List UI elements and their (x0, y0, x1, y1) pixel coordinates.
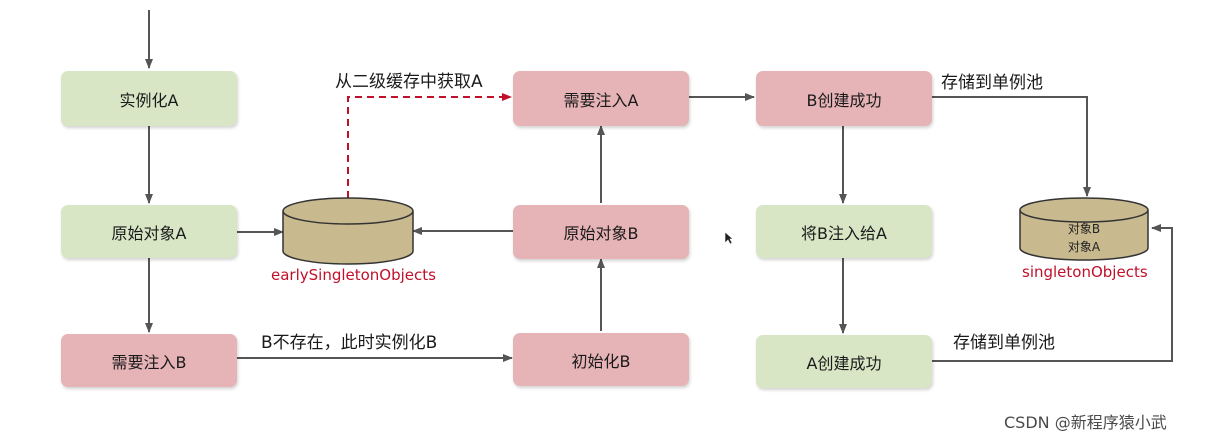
node-raw-object-b: 原始对象B (513, 205, 689, 259)
singleton-cache-contents: 对象B 对象A (1054, 220, 1114, 256)
node-b-created: B创建成功 (756, 71, 932, 126)
arrow-a-created-to-singleton (932, 224, 1173, 362)
mouse-cursor-icon (724, 231, 734, 245)
node-inject-a-needed: 需要注入A (513, 71, 689, 126)
dashed-arrow-early-cache-to-inject-a (347, 93, 512, 198)
label-store-pool-top: 存储到单例池 (941, 73, 1043, 93)
label-get-from-second-cache: 从二级缓存中获取A (335, 72, 483, 92)
node-instantiate-a: 实例化A (61, 71, 237, 126)
node-inject-b-into-a: 将B注入给A (756, 205, 932, 258)
singleton-cache-cylinder (1019, 197, 1149, 261)
node-init-b: 初始化B (513, 333, 689, 386)
early-cache-cylinder (282, 197, 414, 265)
label-store-pool-bottom: 存储到单例池 (953, 333, 1055, 353)
label-b-not-exist: B不存在，此时实例化B (261, 333, 438, 353)
singleton-cache-label: singletonObjects (1022, 263, 1148, 281)
singleton-item-b: 对象B (1067, 222, 1101, 236)
watermark: CSDN @新程序猿小武 (1004, 413, 1167, 432)
singleton-item-a: 对象A (1067, 240, 1101, 254)
early-cache-label: earlySingletonObjects (271, 266, 436, 284)
node-a-created: A创建成功 (756, 335, 932, 388)
node-raw-object-a: 原始对象A (61, 205, 237, 258)
node-inject-b-needed: 需要注入B (61, 334, 237, 387)
arrow-b-created-to-singleton (932, 96, 1091, 197)
